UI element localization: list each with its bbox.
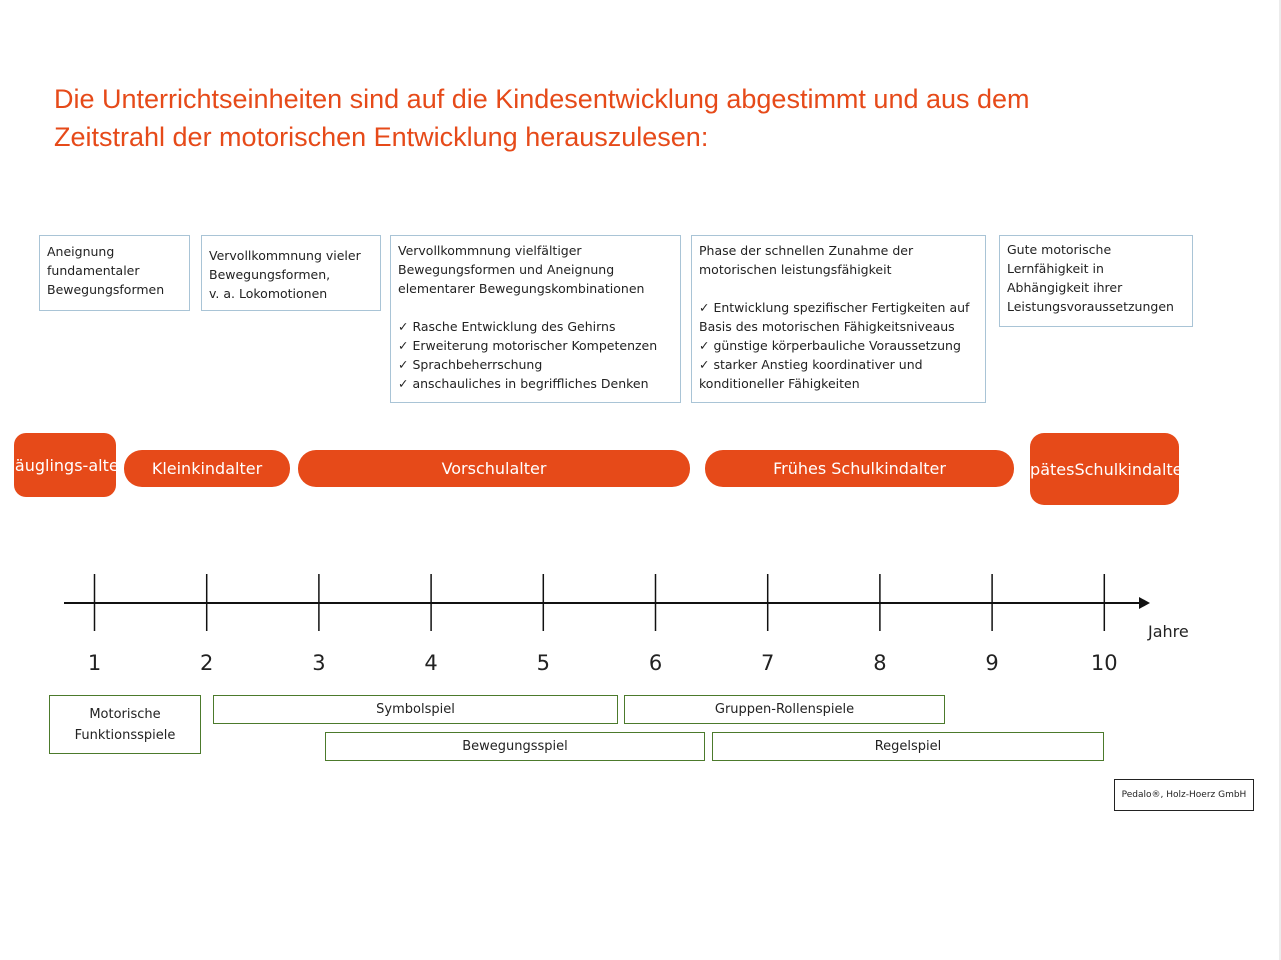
tick-label: 7 — [761, 651, 774, 675]
tick-label: 9 — [985, 651, 998, 675]
credit-label: Pedalo®, Holz-Hoerz GmbH — [1114, 779, 1254, 811]
play-gruppen-rollenspiele: Gruppen-Rollenspiele — [624, 695, 945, 724]
text-line: v. a. Lokomotionen — [209, 286, 328, 301]
title-line-2: Zeitstrahl der motorischen Entwicklung h… — [54, 122, 709, 152]
text-line: elementarer Bewegungskombinationen — [398, 281, 645, 296]
text-line: Vorschulalter — [441, 459, 547, 478]
text-line: Lernfähigkeit in — [1007, 261, 1104, 276]
text-line: Gruppen-Rollenspiele — [714, 702, 855, 717]
text-line: Motorische — [89, 706, 161, 722]
tick-label: 2 — [200, 651, 213, 675]
right-edge-line — [1279, 0, 1281, 960]
phase-fruehes-schulkindalter: Frühes Schulkindalter — [705, 450, 1014, 487]
text-line: Vervollkommnung vieler — [209, 248, 361, 263]
text-line: motorischen leistungsfähigkeit — [699, 262, 892, 277]
text-line: Regelspiel — [874, 739, 942, 754]
tick-label: 6 — [649, 651, 662, 675]
text-line: Basis des motorischen Fähigkeitsniveaus — [699, 319, 955, 334]
text-line: alter — [88, 455, 126, 475]
text-line: Frühes Schulkindalter — [773, 459, 946, 478]
timeline: 1 2 3 4 5 6 7 8 9 10 Jahre — [64, 574, 1189, 675]
text-line: Gute motorische — [1007, 242, 1112, 257]
tick-label: 1 — [88, 651, 101, 675]
text-line: Symbolspiel — [376, 702, 455, 717]
text-line: Säuglings- — [4, 455, 89, 475]
tick-label: 10 — [1091, 651, 1118, 675]
phase-saeuglingsalter: Säuglings-alter — [5, 433, 125, 497]
text-line: Bewegungsformen — [47, 282, 165, 297]
text-line: Spätes — [1019, 459, 1075, 479]
text-line: ✓ Sprachbeherrschung — [398, 357, 543, 372]
text-line: Funktionsspiele — [74, 727, 176, 743]
text-line: Bewegungsformen, — [209, 267, 331, 282]
text-line: Bewegungsspiel — [462, 739, 568, 754]
phase-vorschulalter: Vorschulalter — [298, 450, 690, 487]
page-title: Die Unterrichtseinheiten sind auf die Ki… — [54, 80, 1174, 156]
tick-label: 8 — [873, 651, 886, 675]
text-line: Abhängigkeit ihrer — [1007, 280, 1123, 295]
text-line: Leistungsvoraussetzungen — [1007, 299, 1174, 314]
phase-kleinkindalter: Kleinkindalter — [124, 450, 290, 487]
tick-label: 4 — [424, 651, 437, 675]
title-line-1: Die Unterrichtseinheiten sind auf die Ki… — [54, 84, 1030, 114]
text-line — [699, 279, 978, 298]
text-line: Phase der schnellen Zunahme der — [699, 243, 914, 258]
text-line: ✓ günstige körperbauliche Voraussetzung — [699, 338, 961, 353]
text-line: Vervollkommnung vielfältiger — [398, 243, 582, 258]
text-line: Kleinkindalter — [151, 459, 263, 478]
text-line: ✓ Entwicklung spezifischer Fertigkeiten … — [699, 300, 970, 315]
text-line: ✓ Erweiterung motorischer Kompetenzen — [398, 338, 658, 353]
text-line: fundamentaler — [47, 263, 140, 278]
play-bewegungsspiel: Bewegungsspiel — [325, 732, 705, 761]
tick-label: 3 — [312, 651, 325, 675]
text-line: ✓ Rasche Entwicklung des Gehirns — [398, 319, 616, 334]
text-line — [398, 298, 673, 317]
play-symbolspiel: Symbolspiel — [213, 695, 618, 724]
play-regelspiel: Regelspiel — [712, 732, 1104, 761]
text-line: Aneignung — [47, 244, 115, 259]
text-line: konditioneller Fähigkeiten — [699, 376, 860, 391]
text-line: ✓ starker Anstieg koordinativer und — [699, 357, 923, 372]
tick-label: 5 — [537, 651, 550, 675]
timeline-arrowhead — [1139, 597, 1150, 609]
text-line: ✓ anschauliches in begriffliches Denken — [398, 376, 649, 391]
text-line: Schulkindalter — [1074, 459, 1190, 479]
axis-unit-label: Jahre — [1147, 622, 1189, 641]
text-line: Bewegungsformen und Aneignung — [398, 262, 615, 277]
info-box-fruehes-schulkind: Phase der schnellen Zunahme der motorisch… — [691, 235, 986, 403]
